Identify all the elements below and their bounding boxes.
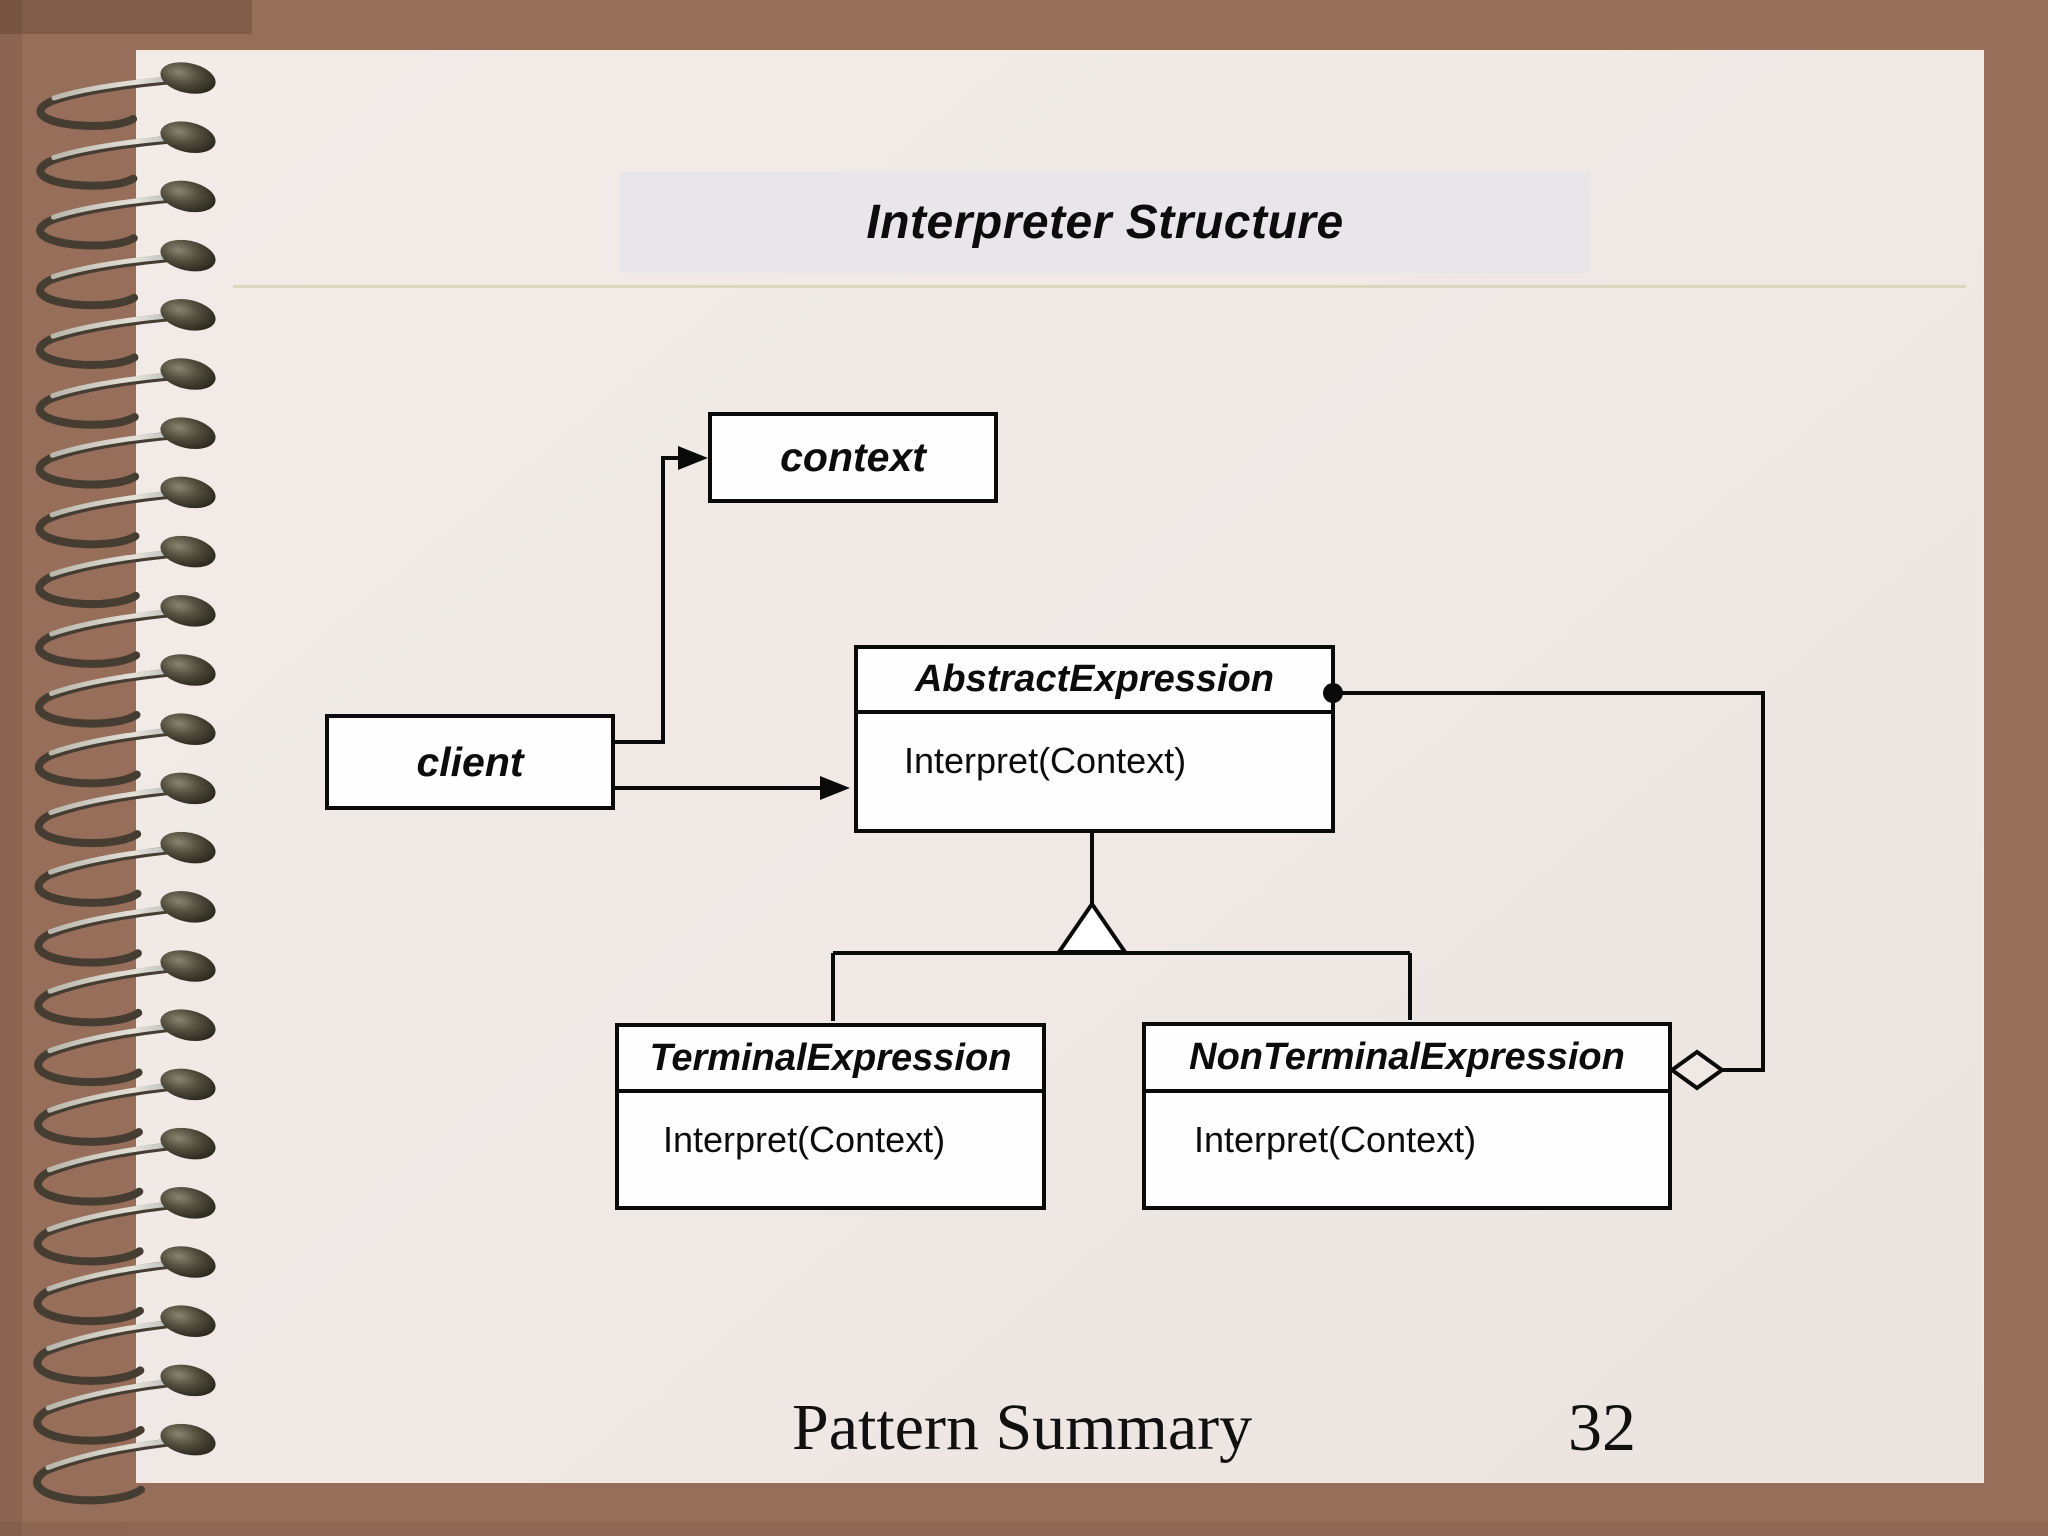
abstract-expression-title: AbstractExpression: [858, 649, 1331, 714]
uml-box-terminal-expression: TerminalExpression Interpret(Context): [615, 1023, 1046, 1210]
nonterminal-expression-title: NonTerminalExpression: [1146, 1026, 1668, 1093]
mat-bottom-shade: [0, 1522, 2048, 1536]
uml-box-nonterminal-expression: NonTerminalExpression Interpret(Context): [1142, 1022, 1672, 1210]
context-label: context: [780, 434, 926, 480]
slide-title: Interpreter Structure: [866, 196, 1344, 249]
mat-left-shade: [0, 0, 22, 1536]
mat-corner-shade: [0, 0, 252, 34]
title-banner: Interpreter Structure: [620, 172, 1590, 273]
nonterminal-expression-method: Interpret(Context): [1194, 1119, 1477, 1160]
uml-box-abstract-expression: AbstractExpression Interpret(Context): [854, 645, 1335, 833]
abstract-expression-method: Interpret(Context): [904, 740, 1187, 781]
terminal-expression-title: TerminalExpression: [619, 1027, 1042, 1093]
page-number: 32: [1568, 1389, 1636, 1465]
uml-box-client: client: [325, 714, 615, 810]
uml-box-context: context: [708, 412, 998, 503]
client-label: client: [416, 738, 524, 785]
footer-label: Pattern Summary: [792, 1391, 1253, 1464]
title-divider-rule: [233, 285, 1966, 288]
terminal-expression-method: Interpret(Context): [663, 1119, 946, 1160]
